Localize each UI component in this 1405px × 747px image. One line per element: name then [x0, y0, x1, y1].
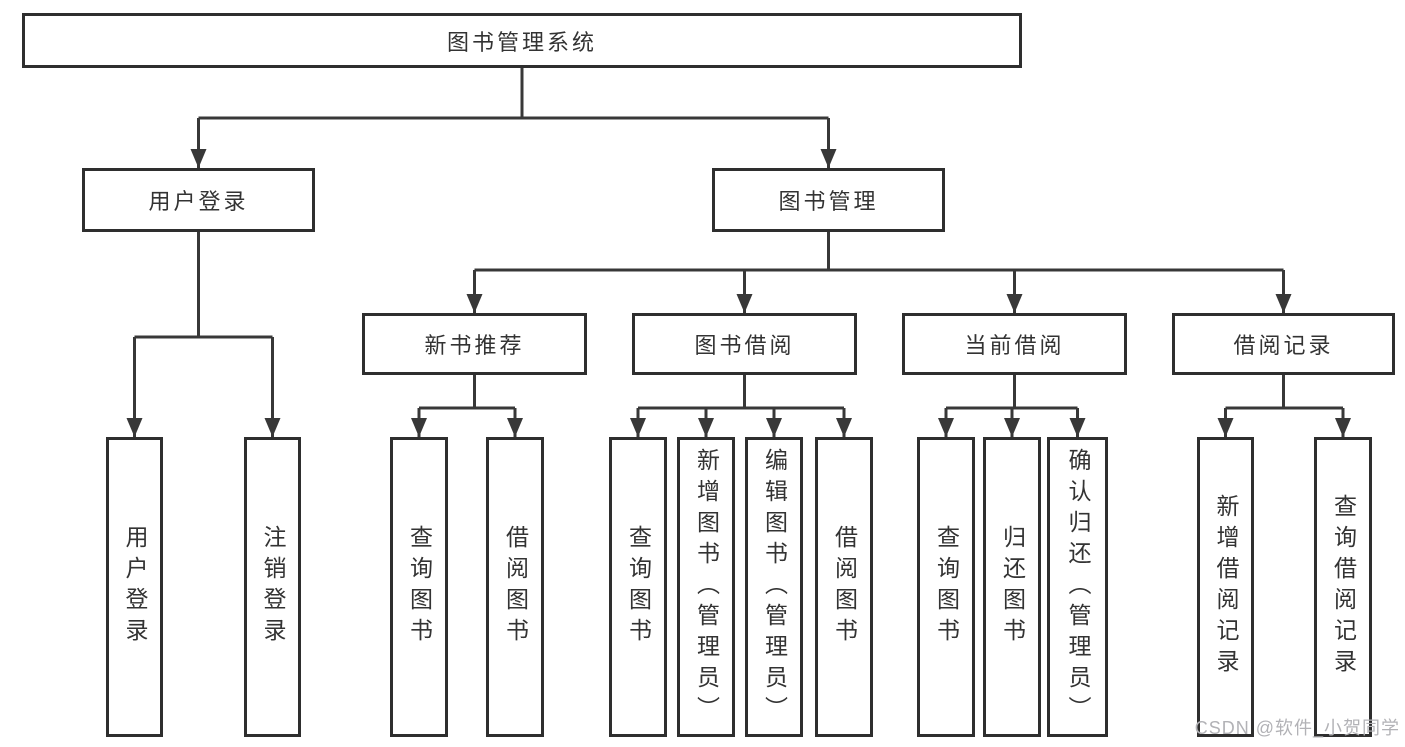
leaf-return-book-label: 归还图书: [999, 525, 1026, 649]
leaf-query-books-borrow: 查询图书: [609, 437, 667, 737]
leaf-borrow-books-recommend: 借阅图书: [486, 437, 544, 737]
node-new-book-recommend-label: 新书推荐: [424, 333, 525, 358]
leaf-add-book-admin: 新增图书（管理员）: [677, 437, 735, 737]
leaf-query-books-recommend-label: 查询图书: [406, 525, 433, 649]
node-borrow-records: 借阅记录: [1172, 313, 1395, 375]
leaf-user-login-label: 用户登录: [122, 525, 148, 649]
leaf-borrow-books-recommend-label: 借阅图书: [502, 525, 529, 649]
leaf-confirm-return-admin: 确认归还（管理员）: [1047, 437, 1108, 737]
leaf-return-book: 归还图书: [983, 437, 1041, 737]
leaf-add-borrow-record: 新增借阅记录: [1197, 437, 1254, 737]
node-user-login-label: 用户登录: [148, 189, 249, 214]
node-library-system: 图书管理系统: [22, 13, 1022, 68]
leaf-logout: 注销登录: [244, 437, 301, 737]
leaf-query-borrow-record: 查询借阅记录: [1314, 437, 1372, 737]
node-user-login: 用户登录: [82, 168, 315, 232]
leaf-query-books-current: 查询图书: [917, 437, 975, 737]
node-book-borrow: 图书借阅: [632, 313, 857, 375]
node-book-management-label: 图书管理: [778, 189, 879, 214]
node-library-system-label: 图书管理系统: [446, 29, 597, 55]
leaf-add-borrow-record-label: 新增借阅记录: [1213, 494, 1239, 680]
node-book-management: 图书管理: [712, 168, 945, 232]
leaf-confirm-return-admin-label: 确认归还（管理员）: [1065, 447, 1091, 727]
leaf-borrow-books: 借阅图书: [815, 437, 873, 737]
leaf-logout-label: 注销登录: [260, 525, 286, 649]
leaf-query-borrow-record-label: 查询借阅记录: [1330, 494, 1357, 680]
leaf-query-books-current-label: 查询图书: [933, 525, 960, 649]
leaf-query-books-recommend: 查询图书: [390, 437, 448, 737]
node-new-book-recommend: 新书推荐: [362, 313, 587, 375]
leaf-add-book-admin-label: 新增图书（管理员）: [693, 447, 720, 727]
node-book-borrow-label: 图书借阅: [694, 333, 795, 358]
node-borrow-records-label: 借阅记录: [1233, 333, 1334, 358]
leaf-borrow-books-label: 借阅图书: [831, 525, 858, 649]
leaf-edit-book-admin-label: 编辑图书（管理员）: [761, 447, 788, 727]
node-current-borrow: 当前借阅: [902, 313, 1127, 375]
node-current-borrow-label: 当前借阅: [964, 333, 1065, 358]
watermark: CSDN @软件_小贺同学: [1194, 718, 1400, 738]
leaf-user-login: 用户登录: [106, 437, 163, 737]
leaf-edit-book-admin: 编辑图书（管理员）: [745, 437, 803, 737]
leaf-query-books-borrow-label: 查询图书: [625, 525, 652, 649]
